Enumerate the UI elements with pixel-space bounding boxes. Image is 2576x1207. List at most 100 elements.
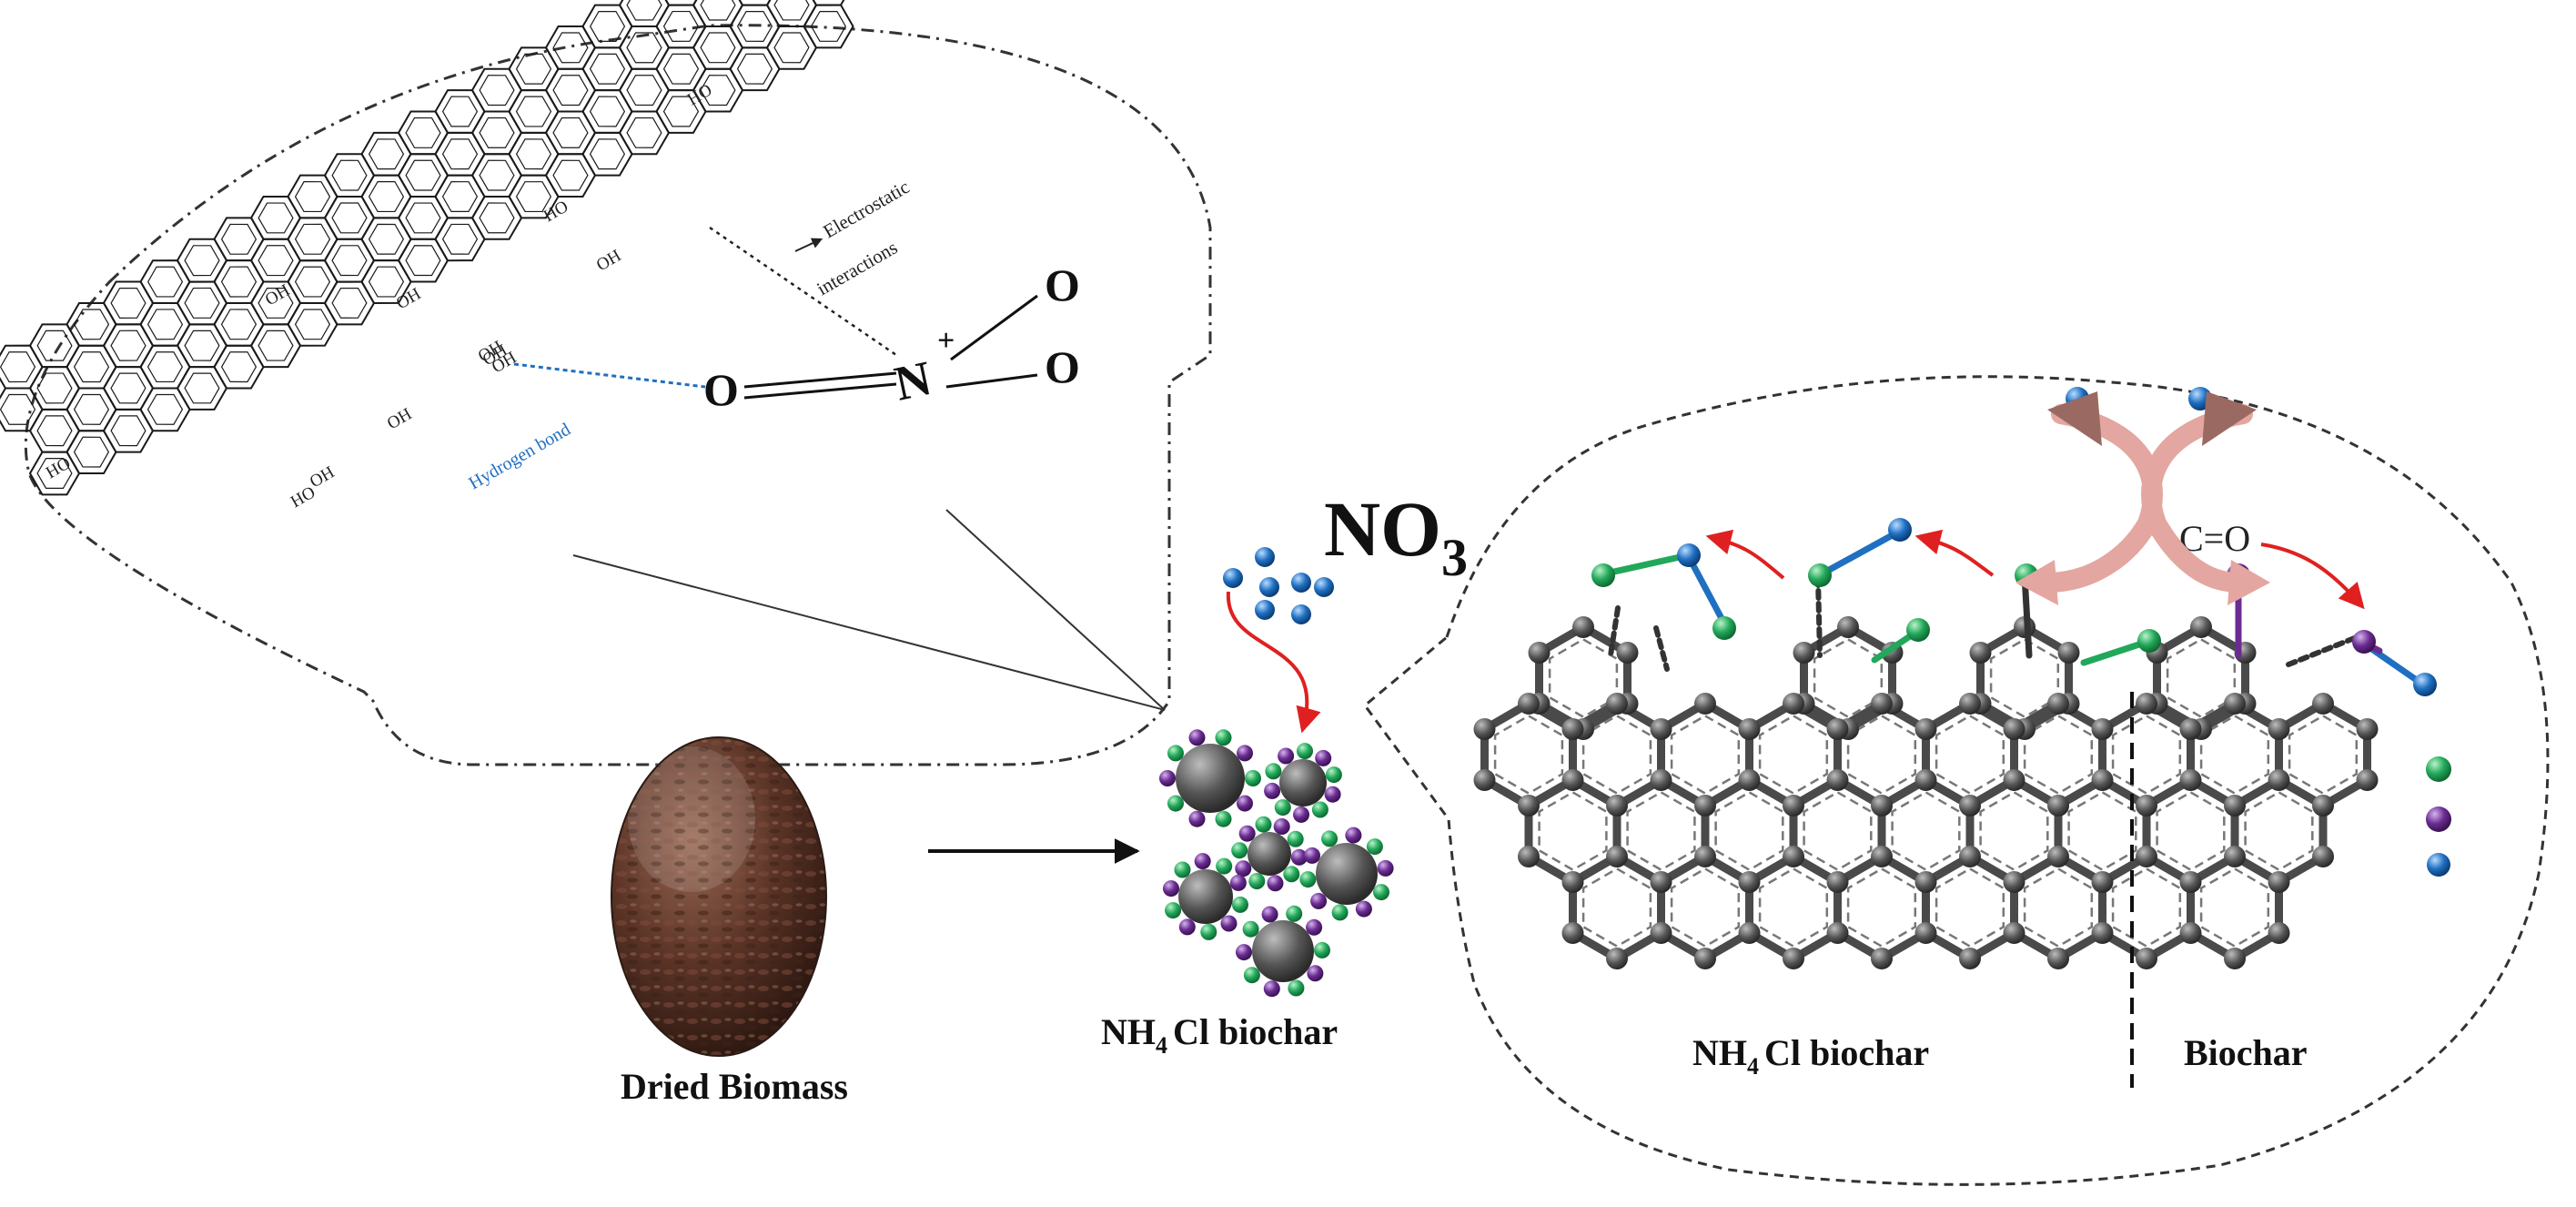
graphene-ring <box>28 366 81 411</box>
carbon-atom <box>2136 693 2157 715</box>
graphene-ring <box>287 301 338 347</box>
nitrate-ion <box>1314 577 1334 597</box>
graphene-ring <box>66 344 117 390</box>
carbon-atom <box>2179 922 2202 944</box>
surface-atom <box>1324 786 1341 803</box>
carbon-atom <box>1969 642 1992 664</box>
surface-atom <box>1248 873 1266 889</box>
graphene-ring-inner <box>589 53 626 85</box>
carbon-atom <box>1738 871 1761 893</box>
graphene-ring <box>729 0 781 6</box>
graphene-ring <box>102 323 155 369</box>
label-nh: NH <box>1101 1011 1156 1052</box>
graphene-ring <box>139 301 191 347</box>
graphene-ring-inner <box>405 245 441 277</box>
lattice-ring-inner <box>2111 867 2182 948</box>
carbon-atom <box>1473 718 1496 740</box>
lattice-ring-inner <box>2199 867 2270 948</box>
graphene-ring-inner <box>184 245 220 277</box>
carbon-atom <box>2356 769 2379 791</box>
lattice-ring-inner <box>2156 790 2226 872</box>
surface-atom <box>1235 860 1252 877</box>
lattice-ring-inner <box>1979 790 2049 872</box>
oh-label: OH <box>593 246 625 275</box>
surface-atom <box>1216 857 1233 875</box>
carbon-atom <box>1561 871 1584 893</box>
bond <box>2080 638 2151 666</box>
graphene-ring-inner <box>626 117 662 148</box>
graphene-ring-inner <box>258 330 294 361</box>
surface-atom <box>1286 905 1303 922</box>
carbon-atom <box>1826 769 1849 791</box>
surface-atom <box>1906 618 1930 642</box>
graphene-ring-inner <box>736 11 773 42</box>
surface-atom <box>1591 563 1615 587</box>
no3-main: NO <box>1324 485 1441 573</box>
surface-atom <box>1267 875 1284 892</box>
carbon-particle <box>1176 744 1245 813</box>
co-label: C=O <box>2179 518 2250 559</box>
surface-atom <box>1373 884 1389 901</box>
graphene-ring-inner <box>552 32 589 64</box>
biochar-lattice <box>1473 616 2379 969</box>
graphene-ring-inner <box>146 393 184 425</box>
carbon-atom <box>2356 718 2379 740</box>
carbon-atom <box>2224 846 2246 867</box>
lattice-ring-inner <box>1989 637 2060 719</box>
carbon-atom <box>1518 693 1540 715</box>
carbon-atom <box>1694 846 1716 867</box>
graphene-ring-inner <box>662 10 700 42</box>
carbon-atom <box>1914 718 1937 740</box>
carbon-atom <box>1914 871 1937 893</box>
surface-atom <box>1194 853 1211 870</box>
transfer-arrow <box>1705 529 1785 580</box>
graphene-ring <box>66 430 117 474</box>
graphene-ring-inner <box>441 181 479 212</box>
graphene-ring-inner <box>662 53 700 85</box>
nitrate-structure: O N + O O <box>703 259 1080 415</box>
lattice-ring-inner <box>1581 867 1652 948</box>
atom-color-key <box>2426 756 2451 877</box>
surface-atom <box>1174 861 1191 878</box>
graphene-ring <box>102 408 155 453</box>
interactions-label: interactions <box>813 237 902 300</box>
lattice-ring-inner <box>2111 714 2182 796</box>
graphene-ring <box>360 174 412 219</box>
surface-atom <box>1288 979 1305 997</box>
graphene-ring-inner <box>368 138 405 170</box>
graphene-ring <box>360 131 412 177</box>
graphene-ring <box>397 196 450 240</box>
graphene-ring <box>397 153 450 198</box>
graphene-ring <box>434 174 486 219</box>
carbon-atom <box>2312 795 2334 816</box>
nitrate-ion <box>1291 604 1311 624</box>
graphene-ring-inner <box>0 393 36 425</box>
surface-atom <box>1293 806 1309 823</box>
surface-atom <box>1188 729 1206 746</box>
callout-bubble-outline <box>24 24 1212 766</box>
carbon-atom <box>1871 693 1893 715</box>
carbon-particle <box>1279 759 1327 806</box>
graphene-ring-inner <box>331 245 368 277</box>
graphene-ring-inner <box>368 181 405 213</box>
graphene-ring-inner <box>73 436 110 468</box>
graphene-ring <box>249 196 302 240</box>
graphene-ring <box>360 217 412 262</box>
graphene-ring-inner <box>515 96 552 127</box>
carbon-atom <box>2136 846 2157 867</box>
carbon-atom <box>2224 693 2246 715</box>
transfer-arrow <box>2260 543 2365 610</box>
graphene-ring <box>618 67 671 113</box>
surface-atom <box>1712 616 1736 640</box>
surface-atom <box>1236 944 1252 961</box>
graphene-ring-inner <box>773 32 810 64</box>
lattice-ring-inner <box>1758 867 1829 948</box>
lattice-ring-inner <box>1670 867 1741 948</box>
carbon-atom <box>1826 718 1849 740</box>
graphene-ring-inner <box>258 287 294 319</box>
surface-atom <box>1188 810 1206 827</box>
nitrate-o-top: O <box>1045 259 1080 310</box>
carbon-atom <box>2047 693 2069 715</box>
surface-atom <box>1274 799 1291 816</box>
carbon-particle <box>1252 920 1314 982</box>
